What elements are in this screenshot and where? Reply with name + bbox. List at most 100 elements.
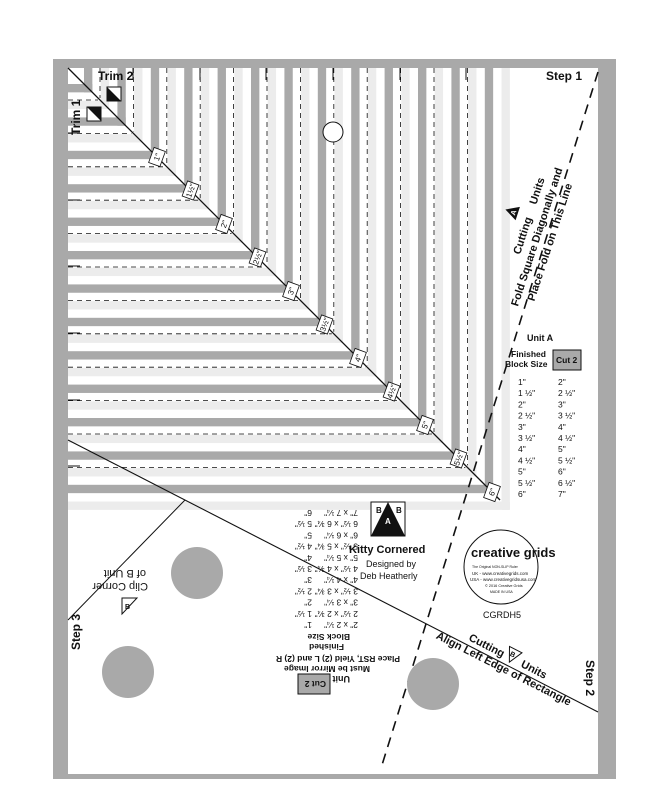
- size-marker-box: [282, 280, 300, 302]
- stripe-horizontal: [68, 501, 510, 510]
- unit-a-col1-text: Finished: [511, 349, 546, 359]
- unit-a-cut: 5": [558, 444, 566, 454]
- unit-b-cut: 4 ½" x 4 ¾": [315, 564, 358, 574]
- unit-a-cut: 3": [558, 399, 566, 409]
- logo-line3: USA - www.creativegridsusa.com: [470, 577, 537, 582]
- unit-b-size: 2 ½": [295, 586, 312, 596]
- trim-triangle-icon-2: [86, 106, 102, 122]
- stripe-horizontal: [68, 351, 360, 360]
- unit-a-size: 4": [518, 444, 526, 454]
- stripe-vertical: [284, 68, 293, 293]
- stripe-vertical: [267, 68, 277, 277]
- unit-b-cut: 2" x 2 ¼": [324, 620, 358, 630]
- unit-b-size: 6": [304, 508, 312, 518]
- stripe-vertical: [468, 68, 477, 477]
- step1-label: Step 1: [546, 69, 582, 83]
- unit-b-size: 3": [304, 575, 312, 585]
- trim1-label: Trim 1: [69, 99, 83, 135]
- unit-a-cut: 2 ½": [558, 388, 575, 398]
- size-marker-box: [315, 314, 334, 335]
- unit-b-cut: 3" x 3 ¼": [324, 598, 358, 608]
- unit-b-note2: Place RST, Yield (2) L and (2) R: [276, 654, 400, 664]
- unit-b-size: 4": [304, 553, 312, 563]
- stripe-vertical: [418, 68, 427, 427]
- size-marker: 5½": [449, 448, 468, 469]
- grip-dot-1: [171, 547, 223, 599]
- unit-a-cut: 6 ½": [558, 478, 575, 488]
- size-marker-label: 2": [219, 219, 230, 229]
- unit-b-cut: 5" x 5 ¼": [324, 553, 358, 563]
- unit-a-col2: Cut 2: [556, 355, 578, 365]
- stripe-horizontal: [68, 134, 143, 143]
- size-marker-box: [349, 347, 367, 369]
- kitty-cornered-icon: B A B: [370, 501, 406, 537]
- stripe-vertical: [251, 68, 260, 260]
- unit-a-cut: 4": [558, 422, 566, 432]
- stripe-horizontal: [68, 200, 210, 210]
- stripe-vertical: [317, 68, 327, 327]
- size-marker-box: [248, 247, 267, 268]
- unit-b-cut: 2 ½" x 2 ¾": [315, 609, 358, 619]
- stripe-horizontal: [68, 484, 494, 494]
- trim-triangle-icon-1: [106, 86, 122, 102]
- size-marker: 1": [148, 146, 166, 168]
- stripe-horizontal: [68, 117, 126, 126]
- unit-a-size: 2": [518, 399, 526, 409]
- grip-dot-2: [102, 646, 154, 698]
- align-b-icon: B: [509, 645, 523, 664]
- product-code: CGRDH5: [483, 610, 521, 620]
- unit-b-size: 5 ½": [295, 519, 312, 529]
- size-markers: 1"1½"2"2½"3"3½"4"4½"5"5½"6": [148, 146, 501, 503]
- size-marker-box: [181, 180, 200, 201]
- size-marker: 2": [215, 213, 233, 235]
- unit-b-cut-box: [297, 673, 331, 695]
- size-marker-box: [215, 213, 233, 235]
- size-marker: 5": [416, 414, 434, 436]
- left-tick-marks: [68, 68, 467, 467]
- clip-b-icon: B: [121, 597, 139, 616]
- logo-line2: UK - www.creativegrids.com: [472, 571, 529, 576]
- logo-line5: MADE IN USA: [490, 590, 513, 594]
- stripe-horizontal: [68, 184, 193, 193]
- step1-dashed-line: [381, 71, 599, 766]
- size-marker: 4": [349, 347, 367, 369]
- step3-line: [67, 439, 599, 713]
- kc-b-left: B: [376, 506, 382, 515]
- size-marker-box: [483, 481, 501, 503]
- stripe-vertical: [501, 68, 510, 510]
- size-marker-box: [449, 448, 468, 469]
- logo-brand: creative grids: [471, 545, 556, 560]
- stripe-horizontal: [68, 251, 260, 260]
- creative-grids-logo: creative grids The Original NON-SLIP Rul…: [463, 529, 556, 605]
- unit-a-cut: 4 ½": [558, 433, 575, 443]
- unit-a-col1-text2: Block Size: [505, 359, 548, 369]
- stripe-vertical: [117, 68, 126, 126]
- size-marker-label: 4": [353, 353, 364, 363]
- stripe-horizontal: [68, 150, 160, 160]
- size-marker: 6": [483, 481, 501, 503]
- size-marker-label: 6": [487, 487, 498, 497]
- unit-b-size: 4 ½": [295, 542, 312, 552]
- stripe-horizontal: [68, 367, 377, 377]
- stripe-bands: [68, 68, 510, 510]
- unit-a-cut: 6": [558, 467, 566, 477]
- unit-a-size: 6": [518, 489, 526, 499]
- stripe-horizontal: [68, 100, 110, 110]
- logo-line4: © 2016 Creative Grids: [485, 584, 523, 588]
- trim2-label: Trim 2: [98, 69, 134, 83]
- kc-a: A: [385, 517, 391, 526]
- stripe-vertical: [217, 68, 226, 226]
- unit-b-col1: FinishedBlock Size: [307, 632, 350, 652]
- size-marker-label: 3": [286, 286, 297, 296]
- stripe-vertical: [484, 68, 494, 494]
- stripe-vertical: [167, 68, 176, 176]
- designed-by: Designed by: [366, 559, 417, 569]
- stripe-horizontal: [68, 284, 293, 293]
- stripe-horizontal: [68, 418, 427, 427]
- stripe-horizontal: [68, 334, 343, 343]
- stripe-vertical: [401, 68, 410, 410]
- stripe-vertical: [367, 68, 377, 377]
- size-marker-box: [148, 146, 166, 168]
